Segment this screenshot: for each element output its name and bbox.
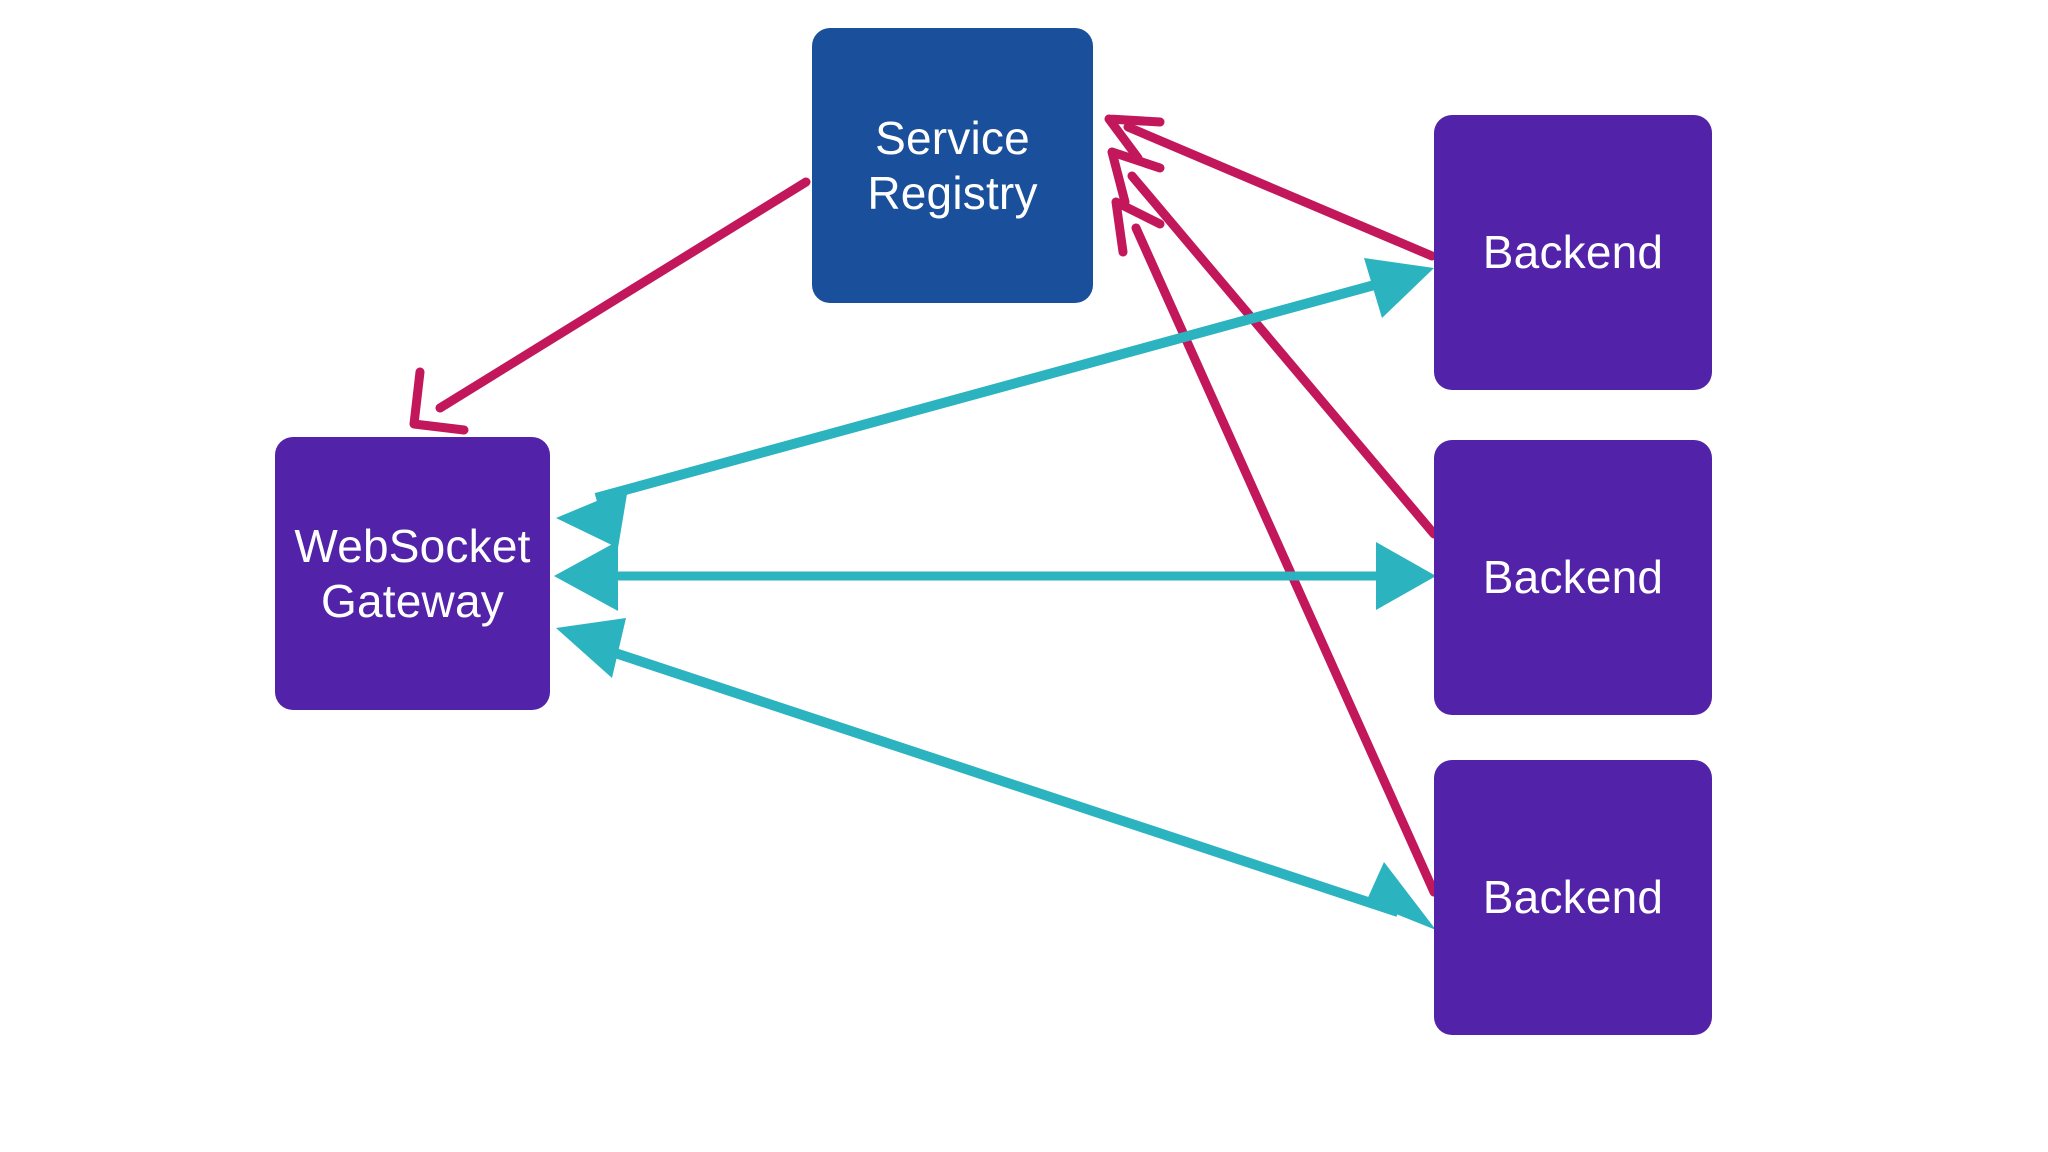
edge-backend2-to-registry [1107, 147, 1439, 539]
arrowhead-solid [556, 618, 626, 678]
arrowhead-solid [556, 488, 628, 548]
node-label-websocket-gateway: WebSocket Gateway [294, 520, 531, 627]
node-label-backend-1: Backend [1482, 226, 1664, 279]
edge-gateway-to-backend2 [554, 541, 1436, 611]
edge-gateway-to-backend3 [556, 618, 1436, 930]
arrowhead-open-v [1111, 197, 1165, 257]
connection-edges [554, 258, 1436, 930]
arrowhead-open-v [409, 367, 469, 435]
edge-registry-to-gateway [409, 177, 811, 435]
node-label-backend-2: Backend [1482, 551, 1664, 604]
arrowhead-solid [1364, 258, 1434, 318]
arrowhead-open-v [1107, 147, 1165, 207]
node-service-registry[interactable]: Service Registry [812, 28, 1093, 303]
arrowhead-solid [1376, 542, 1436, 610]
node-label-service-registry: Service Registry [867, 112, 1038, 219]
node-backend-3[interactable]: Backend [1434, 760, 1712, 1035]
node-label-backend-3: Backend [1482, 871, 1664, 924]
arrowhead-open-v [1104, 114, 1165, 163]
node-websocket-gateway[interactable]: WebSocket Gateway [275, 437, 550, 710]
arrowhead-solid [554, 541, 618, 611]
node-backend-1[interactable]: Backend [1434, 115, 1712, 390]
edge-backend1-to-registry [1104, 114, 1437, 261]
edge-backend3-to-registry [1111, 197, 1439, 897]
node-backend-2[interactable]: Backend [1434, 440, 1712, 715]
arrowhead-solid [1366, 862, 1436, 930]
